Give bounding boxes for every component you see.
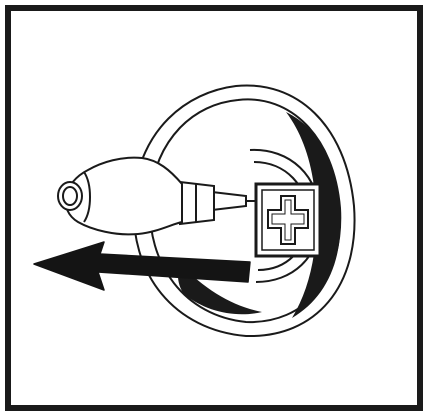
reflector-cavity	[177, 112, 341, 318]
bulb-socket	[254, 182, 322, 258]
socket-cross-opening	[267, 195, 309, 245]
socket-cross-inner	[271, 199, 305, 241]
halogen-bulb	[57, 156, 256, 236]
bulb-tip-cap-inner	[62, 186, 78, 206]
arrow-left-icon	[33, 241, 251, 291]
reflector-outer-rim	[132, 84, 356, 338]
socket-inner-frame	[261, 189, 315, 251]
reflector-right-shadow	[286, 112, 341, 318]
bulb-neck-ring	[83, 171, 91, 223]
reflector-lower-shadow	[177, 264, 262, 315]
bulb-base-pin	[211, 190, 247, 212]
pull-direction-arrow	[33, 241, 251, 291]
